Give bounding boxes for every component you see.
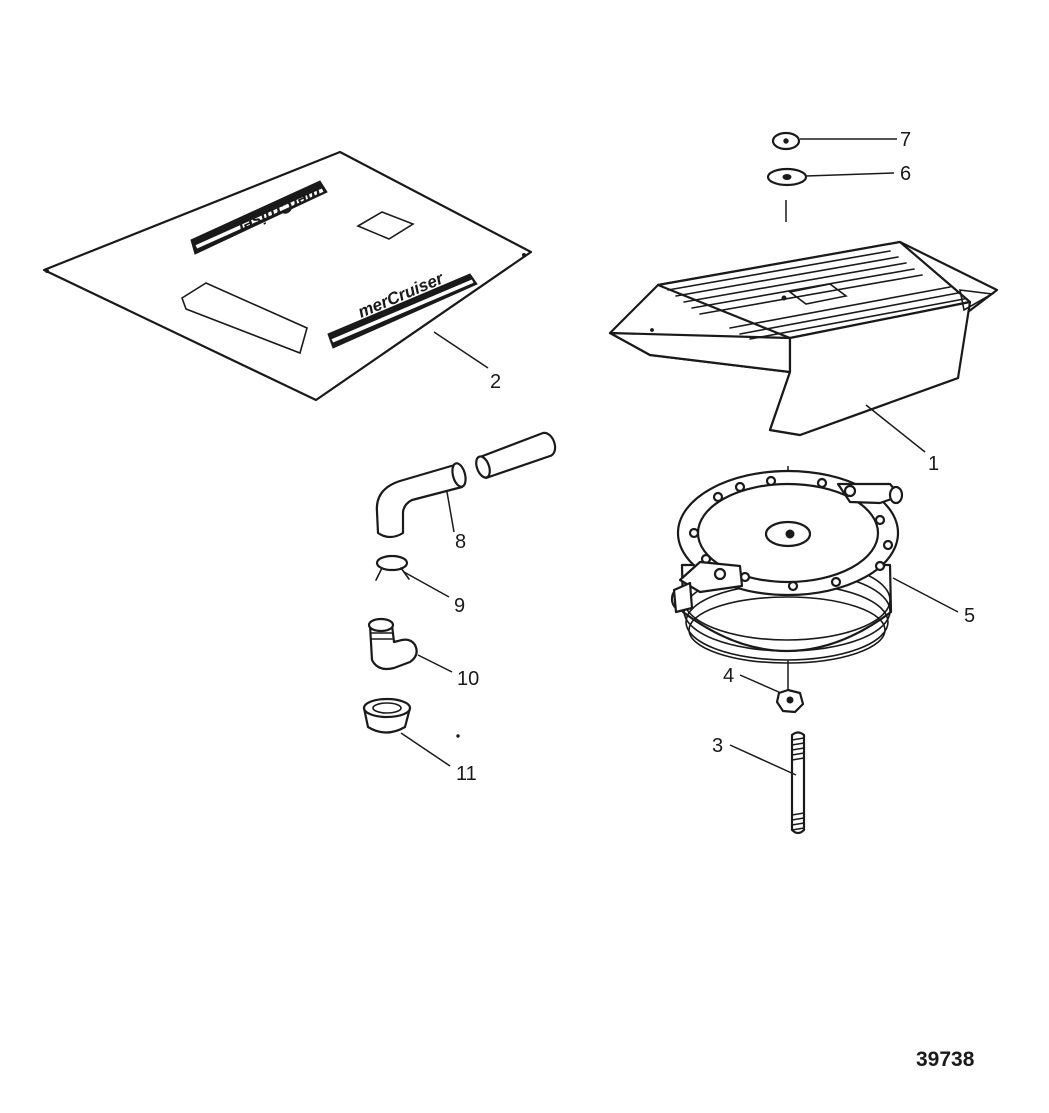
callout-4: 4 [723,665,734,687]
part-7-cover-nut [771,131,801,151]
callout-7: 7 [900,129,911,151]
part-1-engine-cover [608,240,999,437]
part-9-clamp [375,554,410,581]
cover-ribs [667,250,965,340]
part-4-nut [775,660,805,714]
callout-5: 5 [964,605,975,627]
part-3-stud [790,731,806,835]
callout-11: 11 [456,763,477,785]
part-11-cap [362,697,412,734]
part-2-cover-sheet: merCruiser merCruiser [42,150,533,402]
callout-6: 6 [900,163,911,185]
part-8-hoses [375,431,557,539]
callout-1: 1 [928,453,939,475]
figure-number: 39738 [916,1048,975,1071]
callout-numbers: 1 2 3 4 5 6 7 8 9 10 11 [454,129,975,785]
callout-8: 8 [455,531,466,553]
part-6-washer [766,167,808,187]
stud-threads [791,737,805,831]
callout-10: 10 [457,668,479,690]
part-5-flame-arrestor [670,466,904,664]
callout-9: 9 [454,595,465,617]
callout-2: 2 [490,371,501,393]
callout-3: 3 [712,735,723,757]
part-10-elbow-fitting [367,617,418,671]
arrestor-rim-holes [688,475,894,592]
leader-lines [400,138,959,776]
